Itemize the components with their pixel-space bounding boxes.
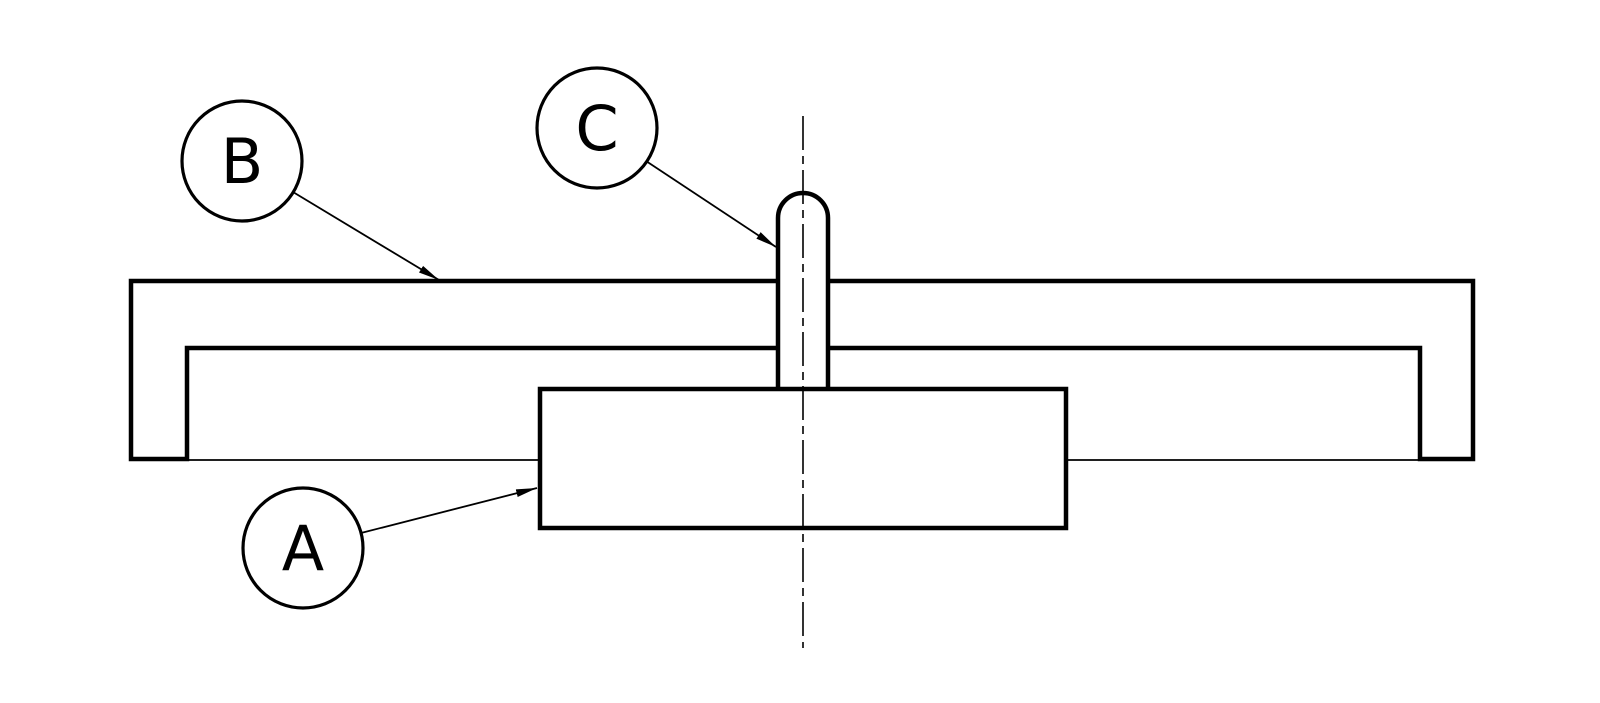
balloon-b: B [180,99,440,281]
balloon-circle-b [180,99,304,223]
leader-line-a [360,487,538,534]
leader-line-b [292,191,440,281]
leader-line-c [645,160,777,248]
balloon-a: A [241,486,538,610]
balloon-circle-c [535,66,659,190]
balloon-label-a: A [282,512,324,585]
balloon-callouts: B C A [180,66,777,610]
balloon-label-b: B [221,125,264,198]
clamp-right-profile [828,278,1476,462]
clamp-left-profile [128,278,778,462]
balloon-c: C [535,66,777,248]
balloon-circle-a [241,486,365,610]
balloon-label-c: C [575,92,618,165]
clamp-strap-outline [128,278,1476,462]
